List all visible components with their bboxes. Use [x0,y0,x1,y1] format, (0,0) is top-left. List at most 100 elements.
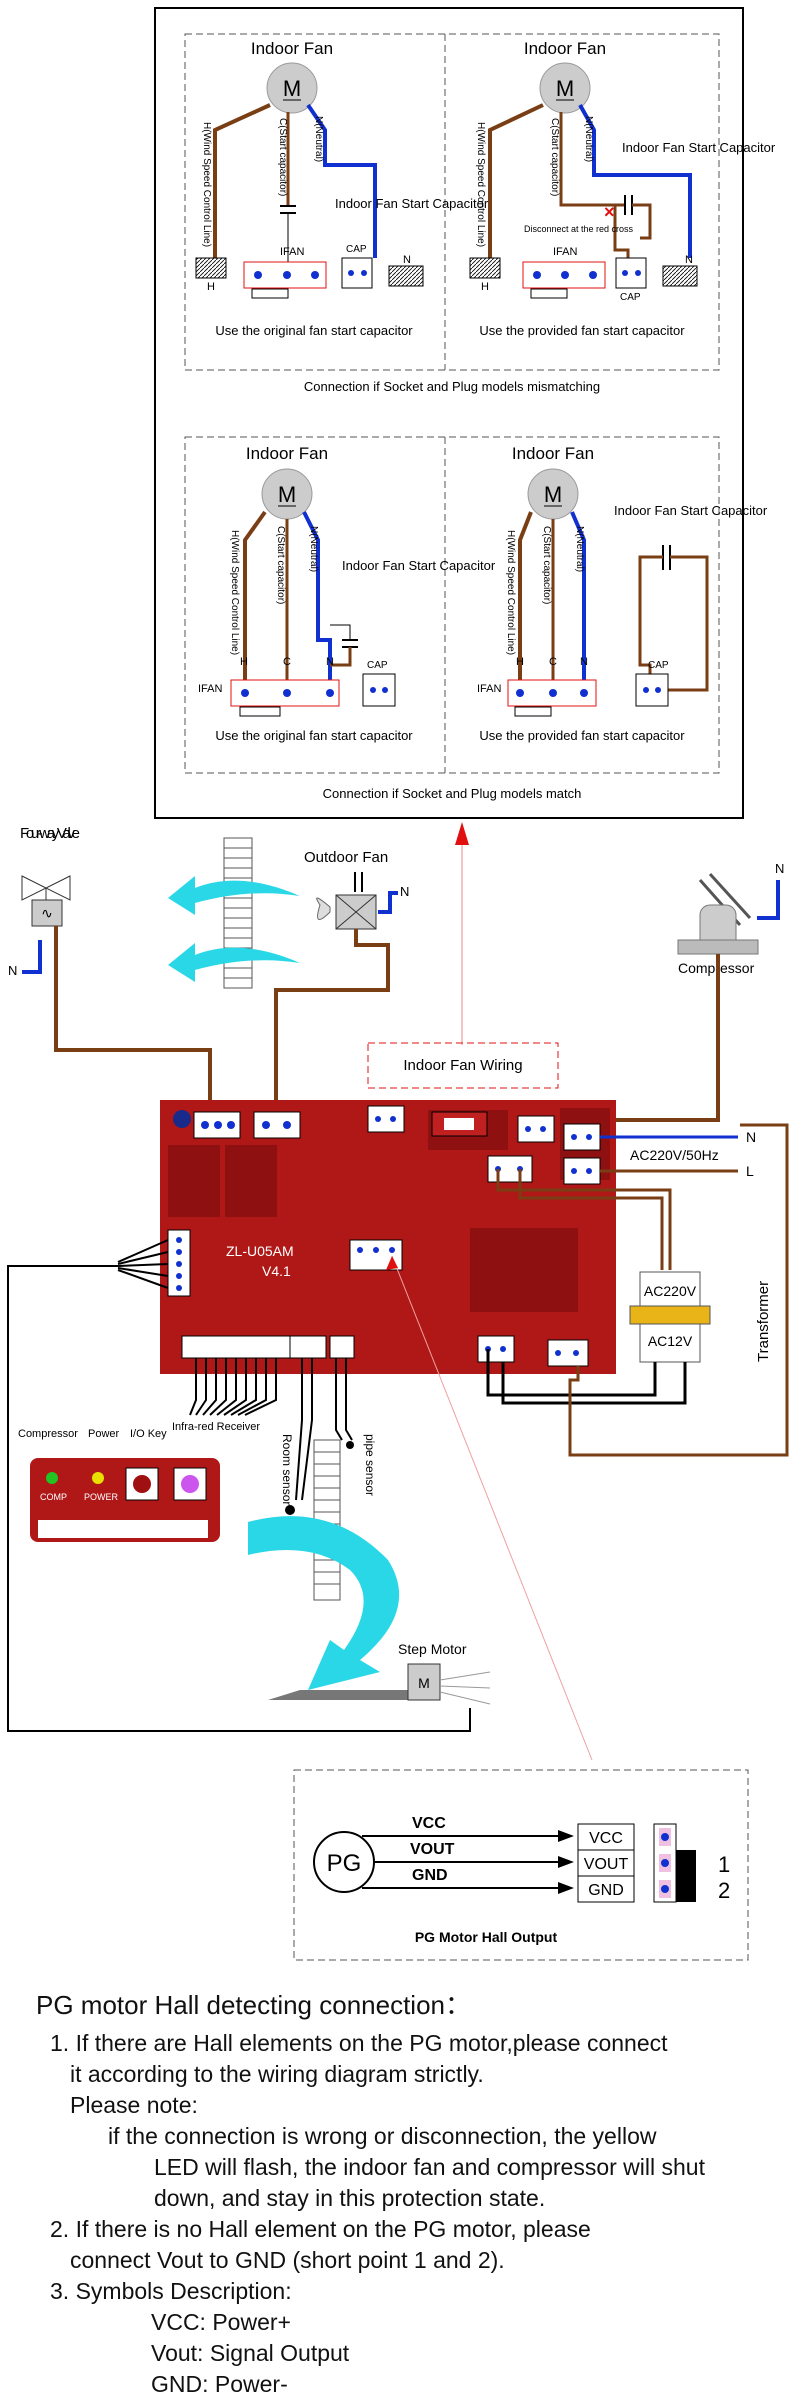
label-h-wire: H(Wind Speed Control Line) [475,122,486,247]
panel-tl-title: Indoor Fan [251,39,333,58]
pin-n: N [403,254,411,266]
cap-socket-label: CAP [620,292,641,303]
power-input-label: AC220V/50Hz [630,1147,719,1163]
notes-item3: 3. Symbols Description: [50,2278,292,2304]
transformer-icon: AC220V AC12V [629,1271,711,1363]
pin-c: C [283,656,291,668]
notes-note-line1: if the connection is wrong or disconnect… [108,2123,657,2149]
ifan-label: IFAN [553,246,578,258]
disconnect-cross-icon: × [604,202,615,222]
panel-br-title: Indoor Fan [512,444,594,463]
indoor-fan-motor-icon [539,62,591,114]
panel-bl-caption: Use the original fan start capacitor [215,728,413,743]
outdoor-coil-icon [223,837,253,989]
ifan-label: IFAN [280,246,305,258]
label-c-wire: C(Start capacitor) [549,118,560,196]
room-sensor-label: Room sensor [280,1434,294,1505]
notes-item2-line1: 2. If there is no Hall element on the PG… [50,2216,591,2242]
display-compressor-label: Compressor [18,1428,78,1440]
bottom-row-caption: Connection if Socket and Plug models mat… [323,786,582,801]
panel-bl-title: Indoor Fan [246,444,328,463]
notes-heading: PG motor Hall detecting connection： [36,1990,471,2020]
pg-pin-gnd: GND [588,1882,624,1899]
pin-h: H [516,656,524,668]
pin-h: H [207,281,215,293]
pin-h: H [481,281,489,293]
reference-arrow [455,822,469,1045]
panel-top-right: Indoor Fan M × H(Wind Speed Control Line… [469,39,776,338]
pg-gnd-wire-label: GND [412,1867,448,1884]
wiring-reference-box: Connection if Socket and Plug models mis… [154,7,776,819]
ifan-label: IFAN [198,683,223,695]
pin-n: N [326,656,334,668]
panel-tr-title: Indoor Fan [524,39,606,58]
indoor-fan-motor-icon [266,62,318,114]
fan-n-label: N [400,884,409,899]
display-ir-label: Infra-red Receiver [172,1421,260,1433]
panel-tr-caption: Use the provided fan start capacitor [479,323,685,338]
label-n-wire: N(Neutral) [574,526,585,572]
label-c-wire: C(Start capacitor) [541,526,552,604]
board-model: ZL-U05AM [226,1243,294,1259]
main-control-board: ZL-U05AM V4.1 [160,1100,616,1374]
display-io-key-label: I/O Key [130,1428,167,1440]
cap-socket-label: CAP [648,660,669,671]
four-way-valve-label: Four-way Valve [20,825,80,842]
label-h-wire: H(Wind Speed Control Line) [229,530,240,655]
cap-label: Indoor Fan Start Capacitor [342,558,496,573]
panel-bottom-right: Indoor Fan M H(Wind Speed Control Line) … [477,444,768,743]
cap-label: Indoor Fan Start Capacitor [614,503,768,518]
indoor-fan-wiring-label: Indoor Fan Wiring [403,1057,522,1074]
pin-h: H [240,656,248,668]
pg-vcc-wire-label: VCC [412,1815,446,1832]
notes-item1-line2: it according to the wiring diagram stric… [70,2061,484,2087]
ifan-label: IFAN [477,683,502,695]
notes-item2-line2: connect Vout to GND (short point 1 and 2… [70,2247,505,2273]
cap-socket-label: CAP [346,244,367,255]
notes-note-line2: LED will flash, the indoor fan and compr… [154,2154,705,2180]
power-led-icon [92,1472,104,1484]
io-key-button-icon [133,1475,151,1493]
label-n-wire: N(Neutral) [308,526,319,572]
outdoor-fan-icon [316,872,377,930]
label-h-wire: H(Wind Speed Control Line) [505,530,516,655]
cap-label: Indoor Fan Start Capacitor [622,140,776,155]
label-h-wire: H(Wind Speed Control Line) [201,122,212,247]
power-led-label: POWER [84,1492,119,1502]
notes-sym-vcc: VCC: Power+ [151,2309,291,2335]
compressor-icon [677,872,759,955]
pg-motor-box: PG VCC VOUT GND VCC VOUT GND 1 2 PG Moto… [293,1769,749,1961]
cap-label: Indoor Fan Start Capacitor [335,196,489,211]
outdoor-fan-label: Outdoor Fan [304,849,388,866]
notes-note-line3: down, and stay in this protection state. [154,2185,546,2211]
step-motor-letter: M [418,1675,430,1691]
top-row-caption: Connection if Socket and Plug models mis… [304,379,600,394]
system-diagram: Four-way Valve ∿ N Out [7,825,789,1761]
pg-pin-vout: VOUT [584,1856,629,1873]
display-board: Compressor Power I/O Key Infra-red Recei… [18,1421,260,1542]
disconnect-note: Disconnect at the red cross [524,224,634,234]
transformer-secondary: AC12V [648,1333,693,1349]
airflow-arrow-icon [168,943,300,982]
power-n-label: N [746,1129,756,1145]
power-l-label: L [746,1163,754,1179]
pg-point-1: 1 [718,1852,730,1877]
panel-top-left: Indoor Fan M H(Wind Speed Control Line) … [195,39,489,338]
pg-label: PG [327,1850,362,1877]
label-c-wire: C(Start capacitor) [275,526,286,604]
notes-sym-vout: Vout: Signal Output [151,2340,350,2366]
airflow-arrow-icon [168,876,300,915]
valve-n-label: N [8,963,17,978]
step-motor-label: Step Motor [398,1641,467,1657]
comp-led-icon [46,1472,58,1484]
display-power-label: Power [88,1428,120,1440]
fan-letter: M [544,482,562,507]
panel-br-caption: Use the provided fan start capacitor [479,728,685,743]
fan-letter: M [283,76,301,101]
transformer-primary: AC220V [644,1283,697,1299]
pg-notes: PG motor Hall detecting connection： 1. I… [36,1985,776,2400]
pipe-sensor-label: pipe sensor [363,1434,377,1496]
fan-letter: M [278,482,296,507]
panel-bottom-left: Indoor Fan M H(Wind Speed Control Line) … [198,444,496,743]
notes-please-note: Please note: [70,2092,198,2118]
